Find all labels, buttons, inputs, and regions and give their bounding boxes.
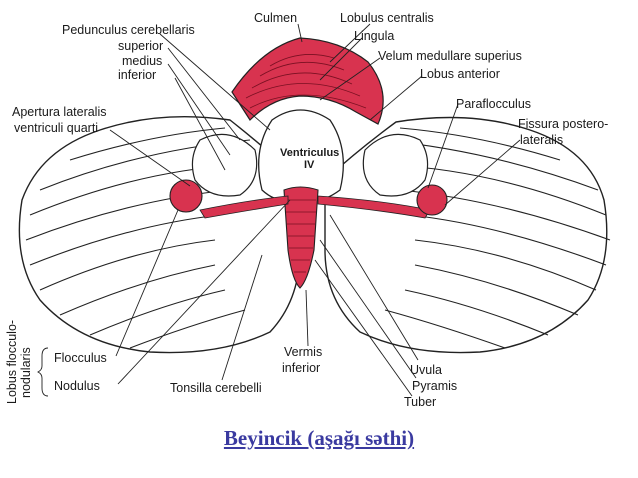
left-flocculus (169, 179, 203, 213)
label-lobus-anterior: Lobus anterior (420, 67, 500, 81)
label-pyramis: Pyramis (412, 379, 457, 393)
left-velum-band (199, 195, 289, 219)
inferior-vermis-folia (286, 199, 316, 273)
label-ventriculus-iv: IV (304, 159, 315, 171)
right-flocculus (416, 184, 448, 216)
label-apertura-line1: Apertura lateralis (12, 105, 107, 119)
label-velum: Velum medullare superius (378, 49, 522, 63)
left-peduncle (191, 133, 258, 197)
label-vermis-inferior: inferior (282, 361, 320, 375)
label-apertura-line2: ventriculi quarti (14, 121, 98, 135)
label-medius: medius (122, 54, 162, 68)
label-fissura-line2: lateralis (520, 133, 563, 147)
leader-lines (109, 23, 521, 397)
right-peduncle (362, 133, 429, 197)
label-lobus-flocculonodularis-line1: Lobus flocculo- (5, 320, 19, 404)
label-lobulus-centralis: Lobulus centralis (340, 11, 434, 25)
label-superior: superior (118, 39, 163, 53)
label-vermis: Vermis (284, 345, 322, 359)
culmen-region (231, 37, 384, 125)
label-lobus-flocculonodularis-line2: nodularis (19, 347, 33, 398)
culmen-folia (245, 54, 367, 109)
label-inferior: inferior (118, 68, 156, 82)
label-fissura-line1: Fissura postero- (518, 117, 608, 131)
flocculonodular-bracket (36, 347, 49, 397)
label-lingula: Lingula (354, 29, 394, 43)
label-flocculus: Flocculus (54, 351, 107, 365)
label-ventriculus: Ventriculus (280, 147, 339, 159)
label-uvula: Uvula (410, 363, 442, 377)
label-nodulus: Nodulus (54, 379, 100, 393)
right-velum-band (317, 195, 431, 219)
figure-caption: Beyincik (aşağı səthi) (223, 426, 415, 450)
label-tonsilla: Tonsilla cerebelli (170, 381, 262, 395)
label-paraflocculus: Paraflocculus (456, 97, 531, 111)
label-tuber: Tuber (404, 395, 436, 409)
label-culmen: Culmen (254, 11, 297, 25)
label-pedunculus: Pedunculus cerebellaris (62, 23, 195, 37)
